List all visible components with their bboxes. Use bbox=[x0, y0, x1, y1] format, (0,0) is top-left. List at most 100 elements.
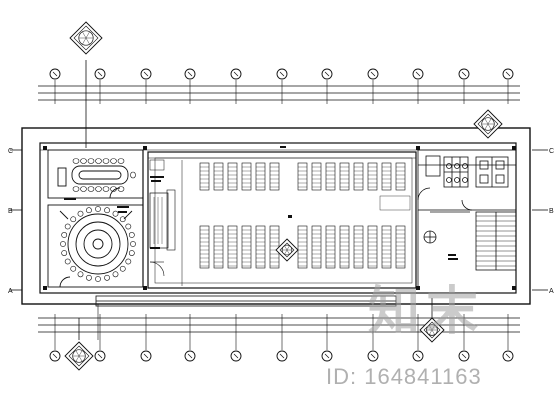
grid-axis-tick bbox=[415, 353, 421, 359]
section-marker-hatch bbox=[284, 249, 288, 255]
round-table-chair bbox=[60, 241, 66, 247]
seat-row-block bbox=[339, 225, 350, 269]
round-table-chair bbox=[112, 271, 119, 278]
grid-axis-tick bbox=[97, 353, 103, 359]
section-marker-hatch bbox=[431, 329, 435, 335]
svg-text:C: C bbox=[8, 148, 13, 155]
grid-axis-tick bbox=[415, 71, 421, 77]
seat-row-block bbox=[353, 162, 364, 191]
grid-axis-tick bbox=[461, 71, 467, 77]
grid-axis-tick bbox=[461, 353, 467, 359]
section-marker-hatch bbox=[75, 355, 80, 362]
section-marker-hatch bbox=[487, 118, 492, 125]
grid-axis-tick bbox=[324, 353, 330, 359]
boardroom-chair bbox=[130, 171, 136, 179]
service-core bbox=[417, 149, 517, 288]
grid-axis-tick bbox=[233, 353, 239, 359]
seat-row-block bbox=[311, 225, 322, 269]
section-marker-hatch bbox=[75, 350, 80, 357]
round-table-chair bbox=[119, 265, 126, 272]
section-marker-inner bbox=[477, 113, 499, 135]
seat-row-block bbox=[199, 162, 210, 191]
section-marker-hatch bbox=[78, 350, 83, 357]
round-table-chair bbox=[125, 223, 132, 230]
round-table-chair bbox=[95, 276, 101, 282]
boardroom-chair bbox=[95, 158, 102, 164]
seat-row-block bbox=[395, 162, 406, 191]
seat-row-block bbox=[241, 225, 252, 269]
round-table-chair bbox=[86, 207, 92, 214]
section-marker-hatch bbox=[78, 355, 83, 362]
grid-axis-tick bbox=[324, 71, 330, 77]
seat-row-block bbox=[269, 162, 280, 191]
round-table-chair bbox=[61, 232, 68, 238]
top-grid-axis-markers bbox=[49, 68, 514, 104]
boardroom-chair bbox=[102, 158, 110, 164]
boardroom-chair bbox=[117, 186, 125, 192]
section-marker-inner bbox=[423, 321, 441, 339]
section-marker-hatch bbox=[82, 31, 87, 39]
auditorium-room bbox=[147, 151, 417, 289]
round-table-chair bbox=[61, 250, 68, 256]
entrance-canopy bbox=[95, 295, 397, 340]
grid-axis-tick bbox=[187, 353, 193, 359]
grid-axis-tick bbox=[52, 71, 58, 77]
round-table-chair bbox=[104, 274, 110, 281]
svg-text:B: B bbox=[8, 208, 13, 215]
seat-row-block bbox=[255, 225, 266, 269]
left-meeting-rooms bbox=[47, 149, 144, 288]
seat-row-block bbox=[367, 225, 378, 269]
section-marker-hatch bbox=[429, 329, 433, 335]
boardroom-chair bbox=[72, 158, 80, 164]
watermark-logo: 知末 bbox=[368, 282, 485, 342]
boardroom-chair bbox=[102, 186, 110, 192]
round-table-chair bbox=[119, 216, 126, 223]
boardroom-chair bbox=[80, 158, 87, 164]
seat-row-block bbox=[395, 225, 406, 269]
svg-text:A: A bbox=[8, 288, 13, 295]
seat-row-block bbox=[339, 162, 350, 191]
seat-row-block bbox=[227, 162, 238, 191]
round-table-chair bbox=[112, 210, 119, 217]
round-table-chair bbox=[64, 258, 71, 265]
seat-row-block bbox=[297, 225, 308, 269]
section-marker-hatch bbox=[286, 249, 290, 255]
columns bbox=[43, 146, 516, 290]
section-marker-hatch bbox=[431, 325, 435, 331]
boardroom-chair bbox=[72, 186, 80, 192]
seat-row-block bbox=[311, 162, 322, 191]
boardroom-chair bbox=[117, 158, 125, 164]
boardroom-chair bbox=[80, 186, 87, 192]
grid-axis-tick bbox=[279, 71, 285, 77]
boardroom-chair bbox=[87, 186, 95, 192]
round-table-chair bbox=[125, 258, 132, 265]
section-marker-hatch bbox=[487, 123, 492, 130]
svg-text:C: C bbox=[549, 148, 554, 155]
section-marker-hatch bbox=[85, 31, 90, 39]
section-marker-hatch bbox=[429, 325, 433, 331]
seat-row-block bbox=[199, 225, 210, 269]
seat-row-block bbox=[325, 162, 336, 191]
section-marker-hatch bbox=[286, 245, 290, 251]
watermark-id: ID: 164841163 bbox=[326, 364, 482, 389]
grid-axis-tick bbox=[370, 353, 376, 359]
round-table-chair bbox=[130, 241, 136, 247]
seat-row-block bbox=[367, 162, 378, 191]
seat-row-block bbox=[297, 162, 308, 191]
round-table-chair bbox=[128, 232, 135, 238]
seat-row-block bbox=[381, 225, 392, 269]
round-table-chair bbox=[70, 216, 77, 223]
grid-axis-tick bbox=[143, 71, 149, 77]
grid-axis-tick bbox=[143, 353, 149, 359]
grid-axis-tick bbox=[52, 353, 58, 359]
boardroom-chair bbox=[110, 158, 117, 164]
round-table-chair bbox=[86, 274, 92, 281]
grid-axis-tick bbox=[233, 71, 239, 77]
grid-axis-tick bbox=[279, 353, 285, 359]
seat-row-block bbox=[241, 162, 252, 191]
round-table-chair bbox=[70, 265, 77, 272]
section-marker-hatch bbox=[82, 37, 87, 45]
section-marker-hatch bbox=[85, 37, 90, 45]
grid-axis-tick bbox=[97, 71, 103, 77]
top-dimension-lines bbox=[38, 85, 520, 101]
